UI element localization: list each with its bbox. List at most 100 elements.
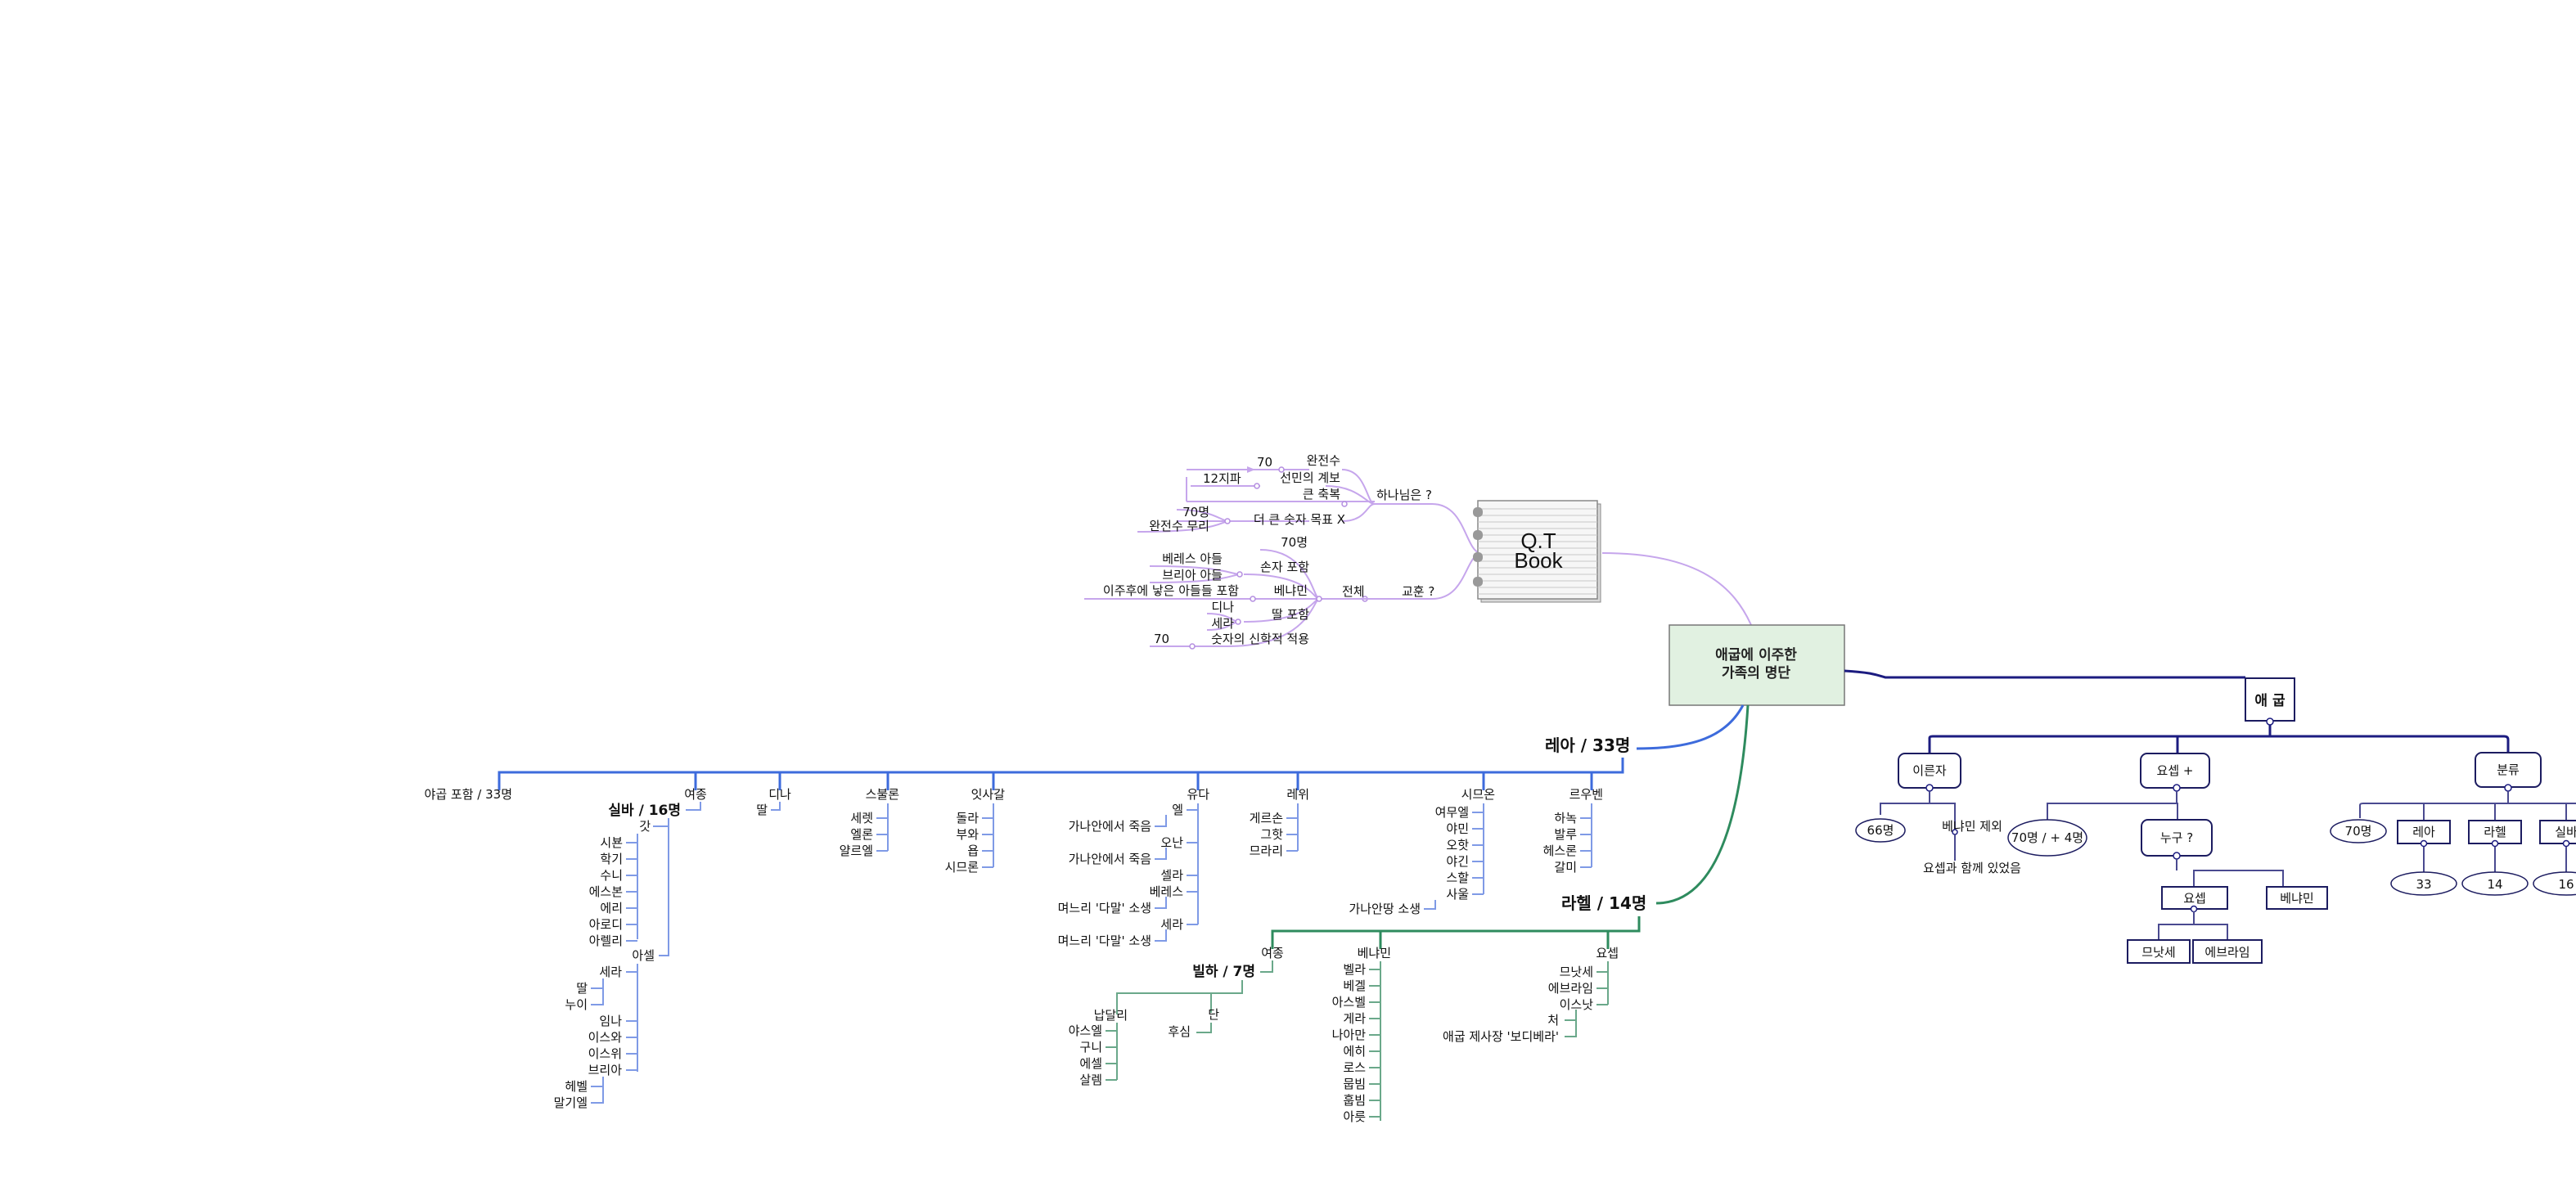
bunryu-group-count: 14 xyxy=(2487,877,2502,892)
benjamin-child-item: 훕빔 xyxy=(1343,1093,1366,1108)
bunryu-total: 70명 xyxy=(2345,824,2372,839)
reuben-label: 르우벤 xyxy=(1569,787,1603,802)
joseph-plus-node[interactable]: 요셉 + xyxy=(2140,753,2210,789)
benjamin-label: 베냐민 xyxy=(1274,583,1308,598)
seonmin-label: 선민의 계보 xyxy=(1280,470,1340,485)
issachar-child-item: 욥 xyxy=(967,843,979,858)
theology-label: 숫자의 신학적 적용 xyxy=(1211,632,1309,646)
judah-note-item: 가나안에서 죽음 xyxy=(1069,852,1151,866)
gad-child-item: 수니 xyxy=(600,868,623,883)
bunryu-label: 분류 xyxy=(2497,762,2520,777)
egypt-link xyxy=(1844,669,2245,679)
bunryu-group-name: 레아 xyxy=(2412,825,2435,839)
grandsons-label: 손자 포함 xyxy=(1260,560,1309,574)
who-node[interactable]: 누구 ? xyxy=(2141,819,2213,857)
qt-to-center-link xyxy=(1601,552,1752,626)
issachar-label: 잇사갈 xyxy=(971,787,1006,802)
bunryu-groups: 레아 33 라헬 14 실바 16 xyxy=(2390,820,2576,896)
beriah-child-item: 말기엘 xyxy=(554,1095,588,1110)
leah-maidservant-label: 여종 xyxy=(684,787,707,802)
simeon-child-item: 야긴 xyxy=(1446,854,1469,869)
center-title-line1: 애굽에 이주한 xyxy=(1715,647,1797,663)
naphtali-child-item: 구니 xyxy=(1079,1040,1102,1055)
bunryu-group-box[interactable] xyxy=(2397,820,2451,844)
benjamin-box[interactable]: 베냐민 xyxy=(2266,886,2328,910)
wanjeonsu-70-label: 70 xyxy=(1257,455,1272,470)
qt-book-links xyxy=(1431,503,1480,600)
serah-label: 세라 xyxy=(1211,616,1234,631)
reuben-child-item: 하녹 xyxy=(1554,811,1577,825)
wanjeonsu-group-label: 완전수 무리 xyxy=(1149,519,1209,533)
issachar-child-item: 부와 xyxy=(956,827,979,842)
benjamin-child-item: 아스벨 xyxy=(1332,995,1366,1010)
qt-book-node[interactable]: Q.T Book xyxy=(1473,500,1601,603)
joseph-child-item: 므낫세 xyxy=(1560,965,1593,979)
rachel-joseph-label: 요셉 xyxy=(1596,946,1619,960)
bunryu-count-ellipse xyxy=(2533,871,2576,896)
leah-branch: 레아 / 33명 야곱 포함 / 33명 여종 실바 / 16명 갓 시뵨학기수… xyxy=(425,704,1745,1110)
gyohun-label: 교훈 ? xyxy=(1402,584,1434,599)
center-node[interactable]: 애굽에 이주한 가족의 명단 xyxy=(1669,624,1845,706)
connector-line xyxy=(1155,815,1167,827)
dinah-daughter-label: 딸 xyxy=(756,803,768,817)
bunryu-group-name: 실바 xyxy=(2555,825,2576,839)
daughters-label: 딸 포함 xyxy=(1272,607,1309,622)
manasseh-box[interactable]: 므낫세 xyxy=(2127,939,2191,964)
egypt-node[interactable]: 애 굽 xyxy=(2245,677,2295,722)
bunryu-group-name: 라헬 xyxy=(2484,825,2506,839)
bunryu-group-box[interactable] xyxy=(2468,820,2522,844)
ephraim-box[interactable]: 에브라임 xyxy=(2192,939,2263,964)
connector-line xyxy=(591,978,604,1005)
born-after-label: 이주후에 낳은 아들들 포함 xyxy=(1103,583,1239,598)
zebulun-child-item: 세렛 xyxy=(850,811,873,825)
judah-child-item: 세라 xyxy=(1160,917,1183,932)
bunryu-group-count: 33 xyxy=(2416,877,2431,892)
benjamin-except-label: 베냐민 제외 xyxy=(1942,819,2002,834)
bunryu-group-box[interactable] xyxy=(2539,820,2576,844)
levi-child-item: 그핫 xyxy=(1260,827,1283,842)
qt-branch: 하나님은 ? 완전수 선민의 계보 큰 축복 더 큰 숫자 목표 X 70 12… xyxy=(1084,453,1752,650)
bilhah-label: 빌하 / 7명 xyxy=(1192,964,1255,980)
levi-label: 레위 xyxy=(1286,787,1309,802)
benjamin-child-item: 아릇 xyxy=(1343,1109,1366,1124)
connector-line xyxy=(1424,900,1436,910)
dinah-label: 디나 xyxy=(1211,600,1234,614)
zebulun-child-item: 엘론 xyxy=(850,827,873,842)
gad-child-item: 시뵨 xyxy=(600,835,623,850)
benjamin-child-item: 에히 xyxy=(1343,1044,1366,1059)
judah-label: 유다 xyxy=(1187,787,1209,802)
reuben-child-item: 갈미 xyxy=(1554,860,1577,875)
egypt-branch: 애 굽 이른자 66명 베냐민 제외 요셉과 함께 있었음 요셉 + 70명 /… xyxy=(1844,669,2576,964)
bunryu-group-count: 16 xyxy=(2558,877,2574,892)
asher-child-item: 임나 xyxy=(599,1014,622,1028)
reuben-child-item: 헤스론 xyxy=(1543,843,1578,858)
rachel-link xyxy=(1655,704,1750,905)
benjamin-child-item: 베겔 xyxy=(1343,978,1366,993)
simeon-child-item: 스할 xyxy=(1446,870,1469,885)
benjamin-child-item: 뭅빔 xyxy=(1343,1077,1366,1091)
joseph-child-item: 이스낫 xyxy=(1560,997,1594,1012)
simeon-label: 시므온 xyxy=(1461,787,1495,802)
bunryu-node[interactable]: 분류 xyxy=(2475,752,2542,788)
judah-note-item: 가나안에서 죽음 xyxy=(1069,819,1151,834)
manasseh-box-label: 므낫세 xyxy=(2141,945,2175,960)
connector-line xyxy=(591,1077,604,1104)
joseph-plus-label: 요셉 + xyxy=(2157,763,2194,778)
ireunja-node[interactable]: 이른자 xyxy=(1898,753,1961,789)
benjamin-child-item: 나아만 xyxy=(1332,1028,1367,1042)
rachel-benjamin-label: 베냐민 xyxy=(1358,946,1391,960)
bigger-goal-label: 더 큰 숫자 목표 X xyxy=(1254,512,1345,527)
issachar-child-item: 돌라 xyxy=(956,811,979,825)
connector-line xyxy=(1155,848,1167,860)
leah-total-label: 야곱 포함 / 33명 xyxy=(425,787,512,802)
center-title-line2: 가족의 명단 xyxy=(1722,665,1790,681)
theology-70-label: 70 xyxy=(1154,632,1169,646)
naphtali-child-item: 에셀 xyxy=(1079,1056,1102,1071)
serah-child-item: 누이 xyxy=(565,997,588,1012)
judah-child-item: 엘 xyxy=(1172,803,1183,817)
leah-title: 레아 / 33명 xyxy=(1545,735,1630,755)
